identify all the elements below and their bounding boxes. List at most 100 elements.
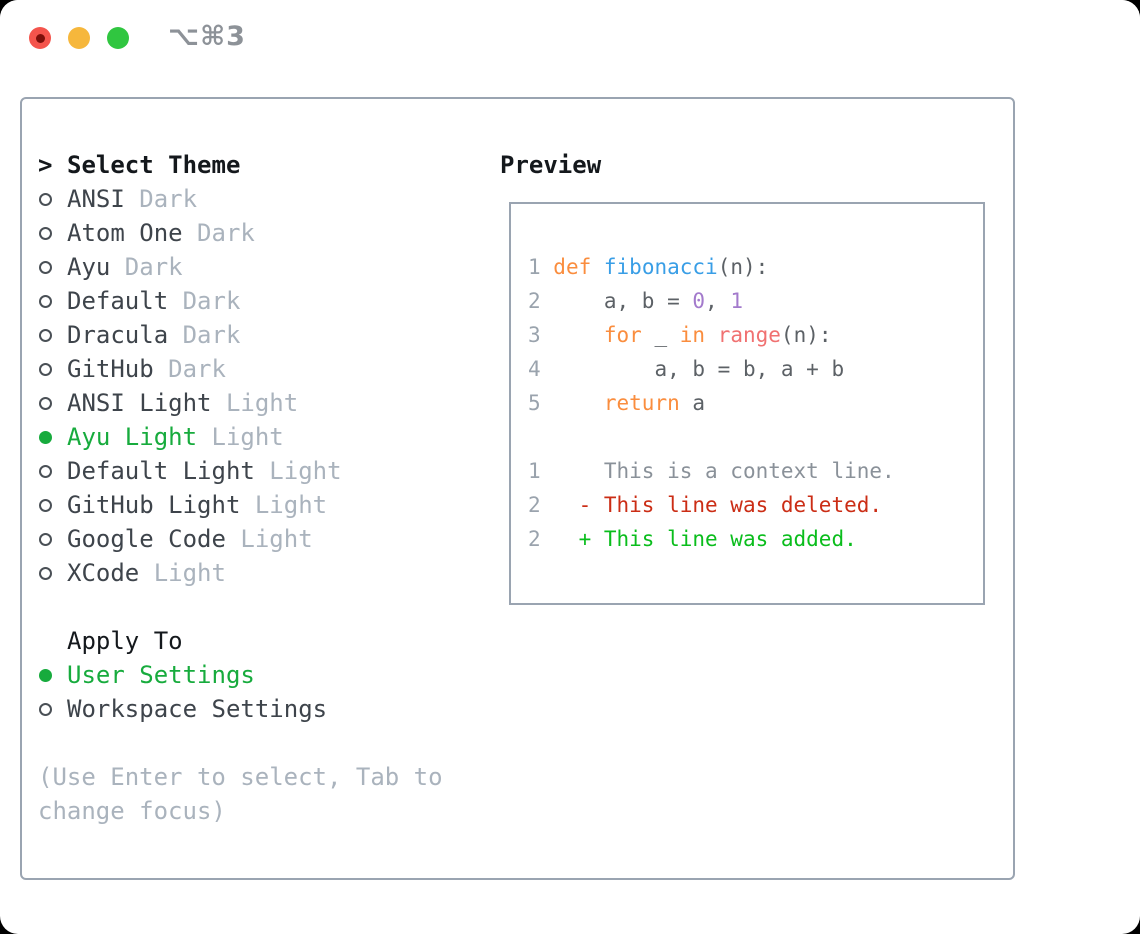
theme-name: GitHub Light — [67, 491, 241, 519]
apply-option-workspace-settings[interactable]: Workspace Settings — [38, 692, 488, 726]
theme-option-default[interactable]: Default Dark — [38, 284, 488, 318]
code-segment-num: 3 — [528, 323, 554, 347]
theme-variant-label: Light — [139, 559, 226, 587]
theme-name: Ayu — [67, 253, 111, 281]
code-segment-fn: fibonacci — [603, 255, 718, 279]
preview-code-line: 4 a, b = b, a + b — [528, 352, 983, 386]
radio-icon — [38, 668, 67, 682]
code-segment-kw: in — [679, 323, 706, 347]
titlebar: ⌥⌘3 — [0, 0, 1140, 97]
theme-variant-label: Dark — [168, 287, 241, 315]
theme-option-github-light[interactable]: GitHub Light Light — [38, 488, 488, 522]
select-theme-header: > Select Theme — [38, 148, 488, 182]
minimize-button[interactable] — [68, 27, 90, 49]
preview-diff-line: 1 This is a context line. — [528, 454, 983, 488]
theme-option-google-code[interactable]: Google Code Light — [38, 522, 488, 556]
radio-icon — [38, 260, 67, 274]
code-segment-del: - This line was deleted. — [540, 493, 883, 517]
theme-option-ayu-light[interactable]: Ayu Light Light — [38, 420, 488, 454]
radio-unselected-icon — [39, 294, 52, 308]
theme-variant-label: Light — [211, 389, 299, 417]
code-segment-plain — [705, 323, 718, 347]
spacer — [38, 590, 488, 624]
code-segment-lit: 0 — [692, 289, 706, 313]
code-segment-num: 2 — [528, 493, 541, 517]
code-segment-lit: 1 — [730, 289, 743, 313]
apply-option-label: Workspace Settings — [67, 695, 328, 723]
theme-option-dracula[interactable]: Dracula Dark — [38, 318, 488, 352]
radio-selected-icon — [39, 430, 52, 444]
code-segment-num: 5 — [528, 391, 554, 415]
radio-unselected-icon — [39, 532, 52, 546]
theme-option-ansi[interactable]: ANSI Dark — [38, 182, 488, 216]
apply-to-title: Apply To — [67, 627, 183, 655]
prompt-caret-icon: > — [38, 151, 53, 179]
theme-variant-label: Dark — [168, 321, 241, 349]
preview-title: Preview — [500, 151, 602, 179]
theme-option-ansi-light[interactable]: ANSI Light Light — [38, 386, 488, 420]
radio-icon — [38, 430, 67, 444]
theme-variant-label: Dark — [124, 185, 198, 213]
preview-code-line: 3 for _ in range(n): — [528, 318, 983, 352]
theme-name: GitHub — [67, 355, 154, 383]
radio-unselected-icon — [39, 226, 52, 240]
theme-option-xcode[interactable]: XCode Light — [38, 556, 488, 590]
preview-blank-line — [528, 420, 983, 454]
radio-icon — [38, 192, 67, 206]
theme-name: Atom One — [67, 219, 183, 247]
theme-name: XCode — [67, 559, 140, 587]
theme-name: ANSI Light — [67, 389, 212, 417]
code-segment-num: 1 — [528, 459, 541, 483]
code-segment-kw: for — [603, 323, 642, 347]
code-segment-plain — [553, 323, 604, 347]
radio-unselected-icon — [39, 464, 52, 478]
theme-option-ayu[interactable]: Ayu Dark — [38, 250, 488, 284]
radio-icon — [38, 226, 67, 240]
radio-icon — [38, 566, 67, 580]
theme-option-atom-one[interactable]: Atom One Dark — [38, 216, 488, 250]
apply-option-user-settings[interactable]: User Settings — [38, 658, 488, 692]
code-segment-add: + This line was added. — [540, 527, 857, 551]
code-segment-plain: (n): — [780, 323, 832, 347]
help-text: (Use Enter to select, Tab to change focu… — [38, 763, 443, 825]
spacer — [38, 726, 488, 760]
theme-name: Dracula — [67, 321, 169, 349]
radio-icon — [38, 464, 67, 478]
theme-name: Google Code — [67, 525, 226, 553]
radio-unselected-icon — [39, 566, 52, 580]
theme-variant-label: Light — [197, 423, 284, 451]
theme-variant-label: Dark — [153, 355, 226, 383]
close-button[interactable] — [29, 27, 51, 49]
radio-unselected-icon — [39, 498, 52, 512]
code-segment-plain: a, b = b, a + b — [553, 357, 845, 381]
code-segment-plain — [591, 255, 604, 279]
select-theme-title: Select Theme — [67, 151, 241, 179]
radio-unselected-icon — [39, 702, 52, 716]
radio-unselected-icon — [39, 192, 52, 206]
code-segment-call: range — [717, 323, 781, 347]
code-segment-plain: , — [705, 289, 731, 313]
radio-unselected-icon — [39, 328, 52, 342]
code-segment-kw: def — [553, 255, 592, 279]
radio-unselected-icon — [39, 396, 52, 410]
code-segment-plain: a — [679, 391, 706, 415]
theme-name: Default Light — [67, 457, 255, 485]
code-segment-num: 4 — [528, 357, 554, 381]
preview-column: Preview 1 def fibonacci(n):2 a, b = 0, 1… — [500, 148, 985, 605]
preview-code-line: 2 a, b = 0, 1 — [528, 284, 983, 318]
zoom-button[interactable] — [107, 27, 129, 49]
code-segment-plain: _ — [641, 323, 680, 347]
code-segment-num: 2 — [528, 527, 541, 551]
apply-to-header: Apply To — [38, 624, 488, 658]
unsaved-dot-icon — [35, 33, 45, 43]
theme-variant-label: Dark — [182, 219, 255, 247]
theme-option-default-light[interactable]: Default Light Light — [38, 454, 488, 488]
theme-name: Default — [67, 287, 169, 315]
code-segment-plain: (n): — [717, 255, 769, 279]
preview-code-line: 1 def fibonacci(n): — [528, 250, 983, 284]
code-segment-plain — [553, 391, 604, 415]
theme-option-github[interactable]: GitHub Dark — [38, 352, 488, 386]
code-segment-num: 1 — [528, 255, 554, 279]
